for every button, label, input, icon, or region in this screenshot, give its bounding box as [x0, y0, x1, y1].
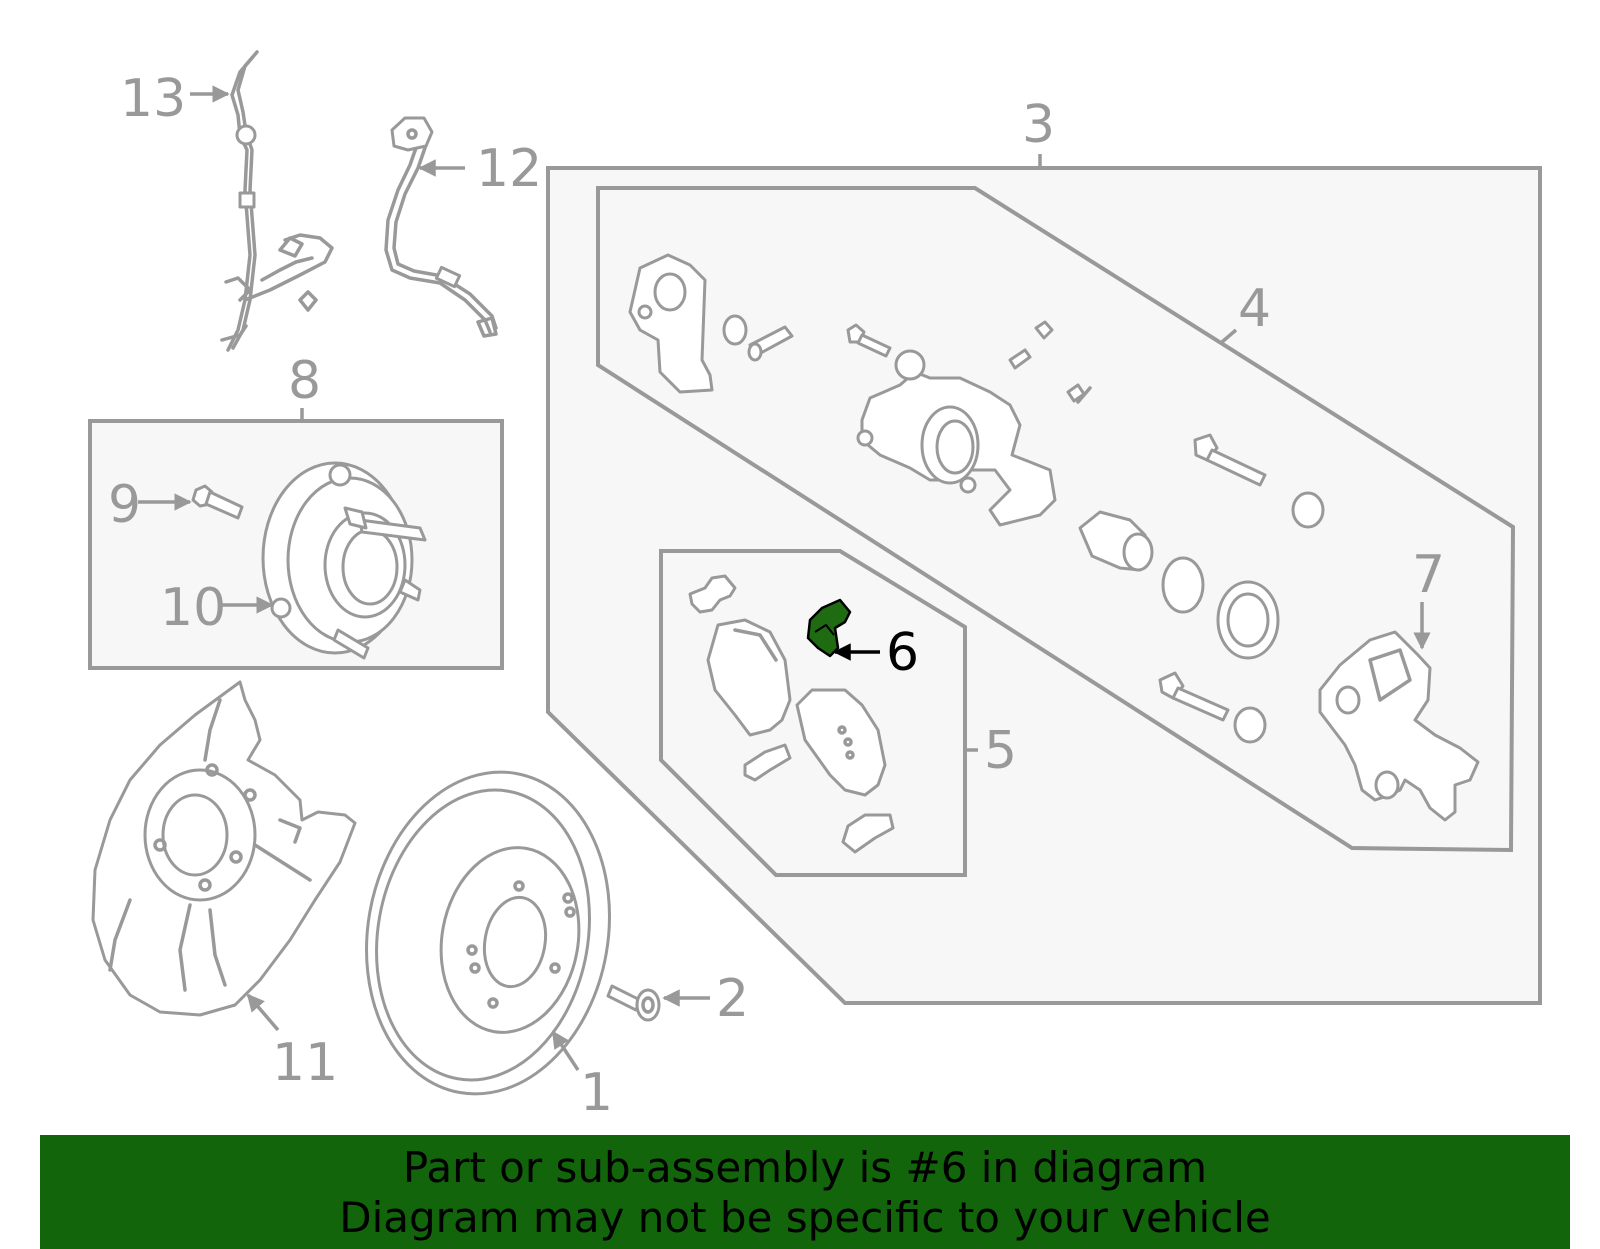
caliper-assembly-part-4 [628, 253, 1325, 744]
rotor-screw-part-2 [606, 984, 661, 1022]
callout-13: 13 [120, 69, 186, 129]
callout-8: 8 [288, 351, 321, 411]
callout-9: 9 [108, 475, 141, 535]
banner-line-part-info: Part or sub-assembly is #6 in diagram [402, 1143, 1208, 1192]
callout-11: 11 [272, 1033, 338, 1093]
info-banner: Part or sub-assembly is #6 in diagram Di… [40, 1135, 1570, 1249]
callout-7: 7 [1412, 545, 1445, 605]
callout-3: 3 [1022, 95, 1055, 155]
abs-sensor-wire-part-13 [220, 50, 334, 352]
hub-bearing-part-8 [261, 461, 427, 660]
callout-1: 1 [580, 1063, 613, 1123]
hub-bolt-part-9 [191, 484, 244, 520]
callout-4: 4 [1238, 279, 1271, 339]
callout-6: 6 [886, 623, 919, 683]
brake-rotor-part-1 [365, 770, 611, 1096]
callout-10: 10 [160, 578, 226, 638]
callout-12: 12 [476, 139, 542, 199]
brake-pad-kit-part-5 [688, 574, 895, 854]
banner-line-disclaimer: Diagram may not be specific to your vehi… [339, 1193, 1271, 1242]
wear-indicator-part-6 [806, 598, 852, 658]
callout-labels: 1 2 3 4 5 6 7 8 9 10 11 12 13 [108, 69, 1445, 1123]
caliper-bracket-part-7 [1318, 630, 1480, 822]
callout-leaders [138, 85, 1431, 1071]
assembly-box-4 [596, 186, 1516, 853]
brake-hose-part-12 [384, 116, 498, 338]
callout-5: 5 [984, 721, 1017, 781]
callout-2: 2 [716, 969, 749, 1029]
dust-shield-part-11 [91, 680, 357, 1017]
